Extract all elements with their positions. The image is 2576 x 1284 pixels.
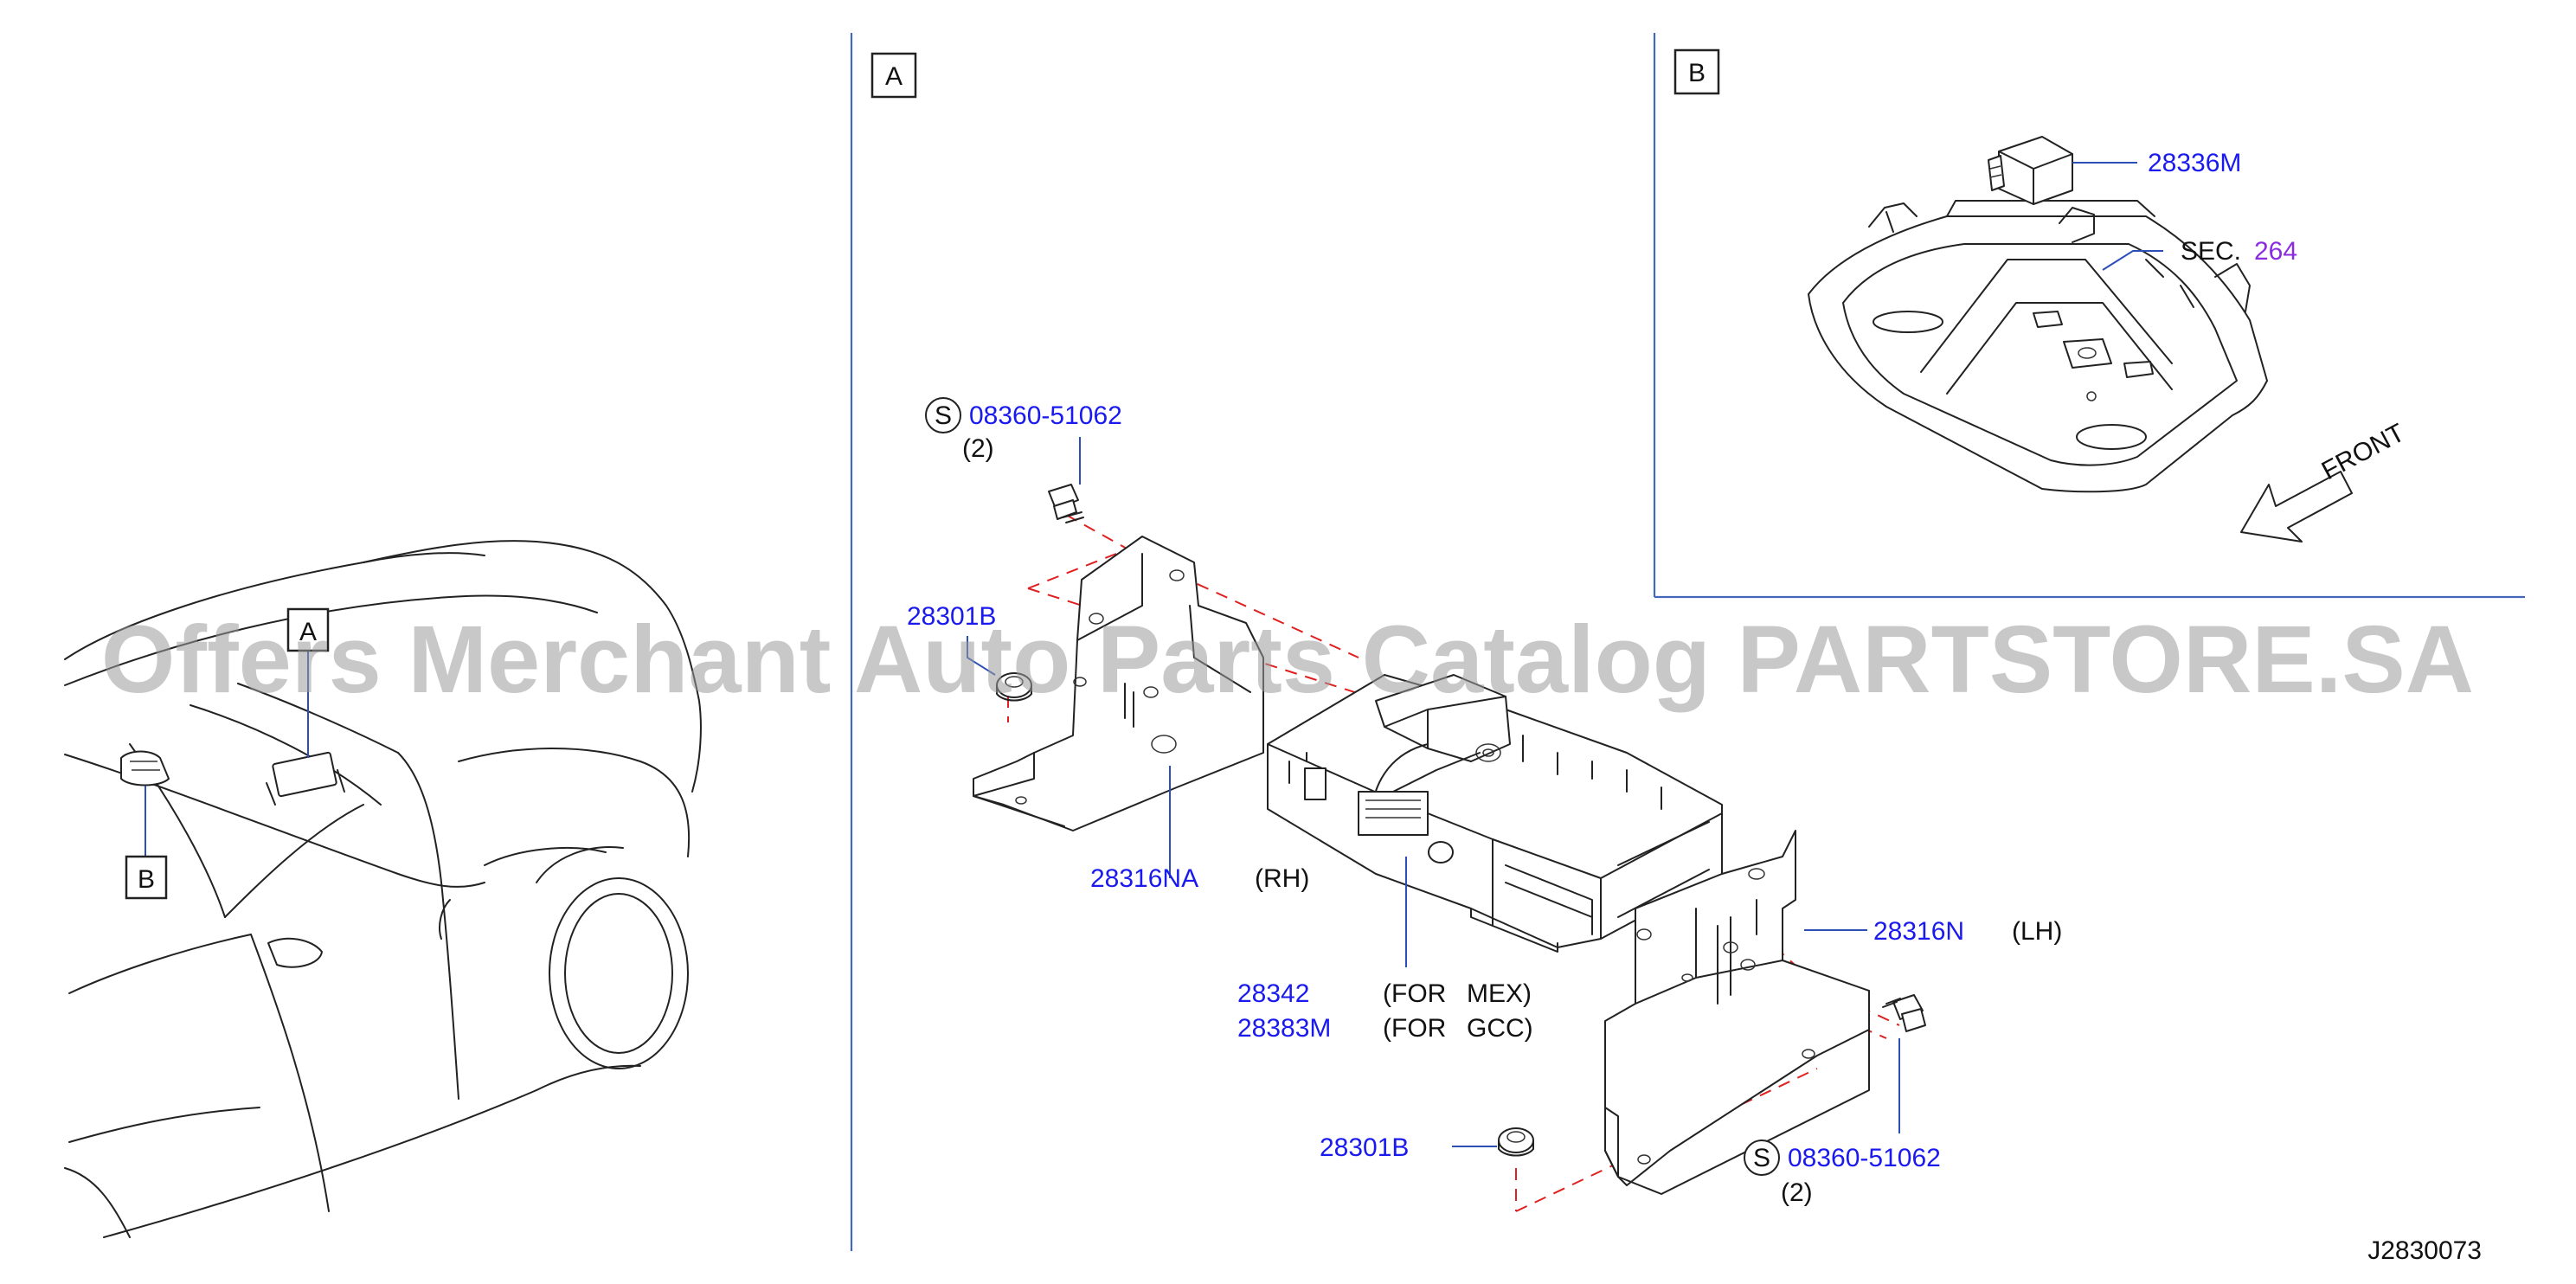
bolt-bottom-qty: (2) (1781, 1178, 1813, 1207)
section-number: 264 (2254, 237, 2297, 266)
section-label: SEC. (2181, 237, 2241, 266)
unit-mex-part-number: 28342 (1237, 979, 1309, 1008)
watermark: Offers Merchant Auto Parts Catalog PARTS… (101, 607, 2474, 713)
map-lamp-part-number: 28336M (2148, 149, 2241, 177)
nut-top-drawing (996, 672, 1032, 702)
unit-gcc-part-number: 28383M (1237, 1014, 1331, 1043)
view-a-callout-box (286, 607, 330, 652)
bracket-lh-side: (LH) (2012, 917, 2062, 946)
panel-b: B (1673, 48, 2410, 542)
panel-a-label: A (885, 62, 903, 91)
unit-mex-note-1: (FOR (1383, 979, 1446, 1008)
view-b-callout: B (138, 865, 155, 894)
bracket-lh-drawing (1604, 830, 1870, 1195)
front-label: FRONT (2317, 419, 2410, 486)
bracket-rh-part-number: 28316NA (1090, 864, 1198, 893)
bolt-top-qty: (2) (962, 434, 994, 463)
nut-top-part-number: 28301B (907, 602, 996, 631)
bolt-top-drawing (1048, 484, 1084, 523)
bolt-bottom-part-number: 08360-51062 (1788, 1144, 1941, 1172)
bolt-bottom-drawing (1882, 994, 1926, 1032)
bracket-lh-part-number: 28316N (1873, 917, 1964, 946)
panel-a: A (870, 52, 2062, 1212)
bolt-bottom-symbol: S (1753, 1144, 1770, 1172)
bolt-top-part-number: 08360-51062 (969, 401, 1122, 430)
vehicle-overview: A B (64, 540, 702, 1238)
bracket-rh-side: (RH) (1255, 864, 1309, 893)
front-arrow-icon (2240, 471, 2353, 542)
unit-gcc-note-1: (FOR (1383, 1014, 1446, 1043)
unit-mex-note-2: MEX) (1467, 979, 1532, 1008)
bracket-rh-drawing (973, 536, 1264, 831)
map-lamp-module-drawing (1988, 136, 2073, 205)
bolt-top-symbol: S (935, 401, 952, 430)
view-b-callout-box (125, 855, 168, 900)
bolt-top-symbol-circle (925, 397, 961, 433)
unit-gcc-note-2: GCC) (1467, 1014, 1533, 1043)
nut-bottom-part-number: 28301B (1320, 1133, 1409, 1162)
diagram-id: J2830073 (2367, 1236, 2482, 1265)
nut-bottom-drawing (1498, 1127, 1534, 1157)
control-unit-drawing (1267, 674, 1723, 953)
bolt-bottom-symbol-circle (1744, 1140, 1780, 1176)
view-a-callout: A (299, 618, 317, 646)
panel-dividers (850, 33, 2525, 1251)
overhead-console-drawing (1808, 200, 2268, 493)
panel-b-label: B (1688, 59, 1706, 87)
